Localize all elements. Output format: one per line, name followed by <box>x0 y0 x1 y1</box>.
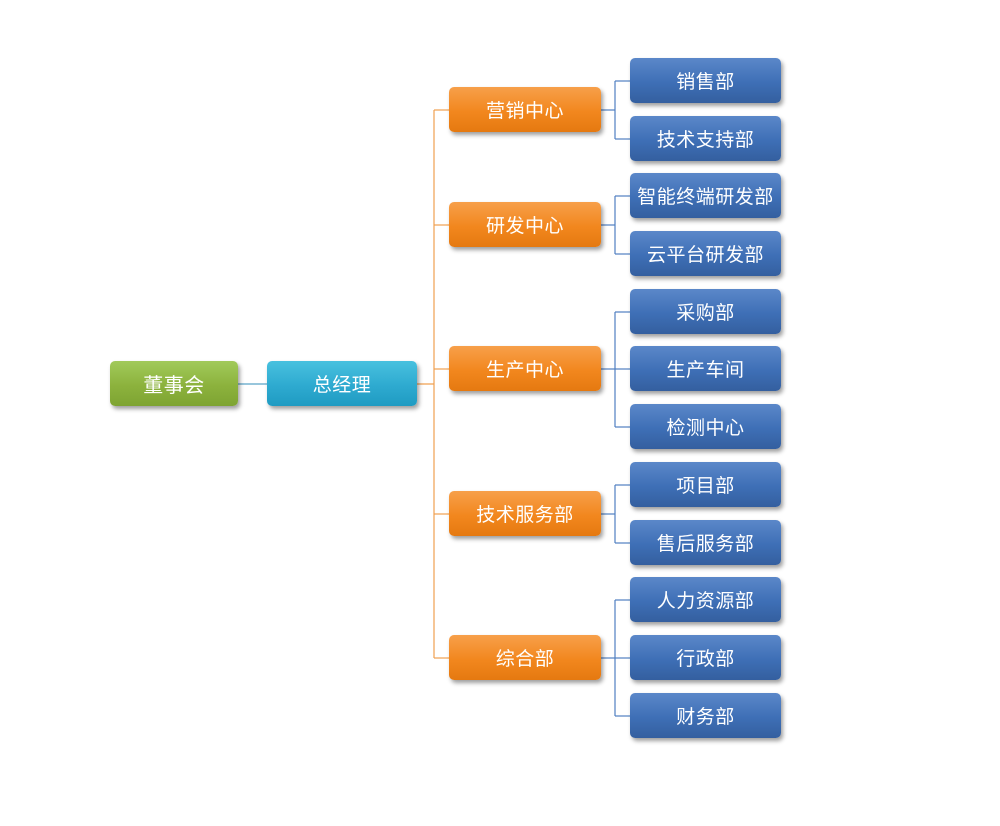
node-dept-admin: 行政部 <box>630 635 781 680</box>
node-center-production: 生产中心 <box>449 346 601 391</box>
node-center-tech-service: 技术服务部 <box>449 491 601 536</box>
node-dept-after-sales: 售后服务部 <box>630 520 781 565</box>
node-general-manager: 总经理 <box>267 361 417 406</box>
node-dept-tech-support: 技术支持部 <box>630 116 781 161</box>
node-dept-finance: 财务部 <box>630 693 781 738</box>
node-dept-hr: 人力资源部 <box>630 577 781 622</box>
node-dept-inspection: 检测中心 <box>630 404 781 449</box>
node-dept-cloud-platform: 云平台研发部 <box>630 231 781 276</box>
node-dept-workshop: 生产车间 <box>630 346 781 391</box>
node-center-general-affairs: 综合部 <box>449 635 601 680</box>
node-dept-purchasing: 采购部 <box>630 289 781 334</box>
node-dept-smart-terminal: 智能终端研发部 <box>630 173 781 218</box>
node-center-rnd: 研发中心 <box>449 202 601 247</box>
node-dept-project: 项目部 <box>630 462 781 507</box>
node-dept-sales: 销售部 <box>630 58 781 103</box>
node-center-marketing: 营销中心 <box>449 87 601 132</box>
node-board: 董事会 <box>110 361 238 406</box>
